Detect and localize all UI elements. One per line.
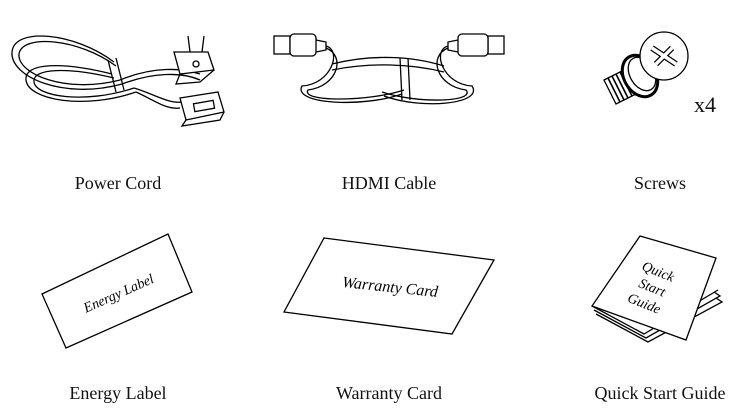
screws-illustration [594,20,694,115]
warranty-card-icon: Warranty Card [282,237,496,335]
screw-icon [603,31,689,105]
item-label-hdmi-cable: HDMI Cable [341,173,437,193]
energy-label-illustration: Energy Label [40,226,200,357]
item-label-power-cord: Power Cord [74,173,162,193]
power-cord-illustration [4,22,234,137]
screw-quantity: x4 [694,92,716,117]
energy-label-card-icon: Energy Label [41,233,193,349]
item-label-quick-start-guide: Quick Start Guide [594,383,726,403]
quick-start-guide-illustration: Quick Start Guide [590,232,730,357]
hdmi-cable-icon [273,33,505,105]
power-cord-icon [11,35,225,127]
item-label-screws: Screws [634,173,686,193]
item-label-energy-label: Energy Label [69,383,167,403]
hdmi-cable-illustration [272,24,508,119]
quick-start-booklet-icon: Quick Start Guide [590,235,724,343]
warranty-card-illustration: Warranty Card [282,236,498,341]
item-label-warranty-card: Warranty Card [335,383,443,403]
